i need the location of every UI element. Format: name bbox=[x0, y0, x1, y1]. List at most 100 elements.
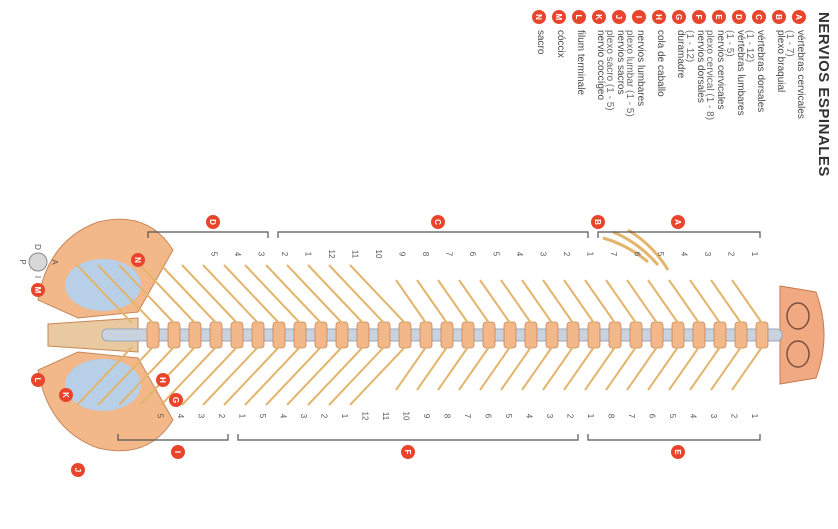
segment-number-right: 11 bbox=[381, 412, 390, 421]
badge-lumbar-vertebrae-letter: D bbox=[208, 219, 217, 225]
vertebra bbox=[357, 322, 369, 348]
segment-number-right: 3 bbox=[545, 414, 554, 419]
segment-number-right: 1 bbox=[586, 414, 595, 419]
segment-number-right: 4 bbox=[176, 414, 185, 419]
segment-number-left: 5 bbox=[656, 252, 665, 257]
segment-number-left: 7 bbox=[609, 252, 618, 257]
segment-number-left: 4 bbox=[233, 252, 242, 257]
segment-number-left: 3 bbox=[703, 252, 712, 257]
segment-number-left: 5 bbox=[492, 252, 501, 257]
segment-number-right: 3 bbox=[197, 414, 206, 419]
vertebra bbox=[399, 322, 411, 348]
nerve-right bbox=[287, 347, 342, 405]
nerve-left bbox=[350, 265, 405, 323]
vertebra bbox=[693, 322, 705, 348]
badge-sacral-nerves-letter: J bbox=[73, 468, 82, 472]
badge-coccyx-letter: M bbox=[33, 287, 42, 294]
vertebra bbox=[588, 322, 600, 348]
compass-label: A bbox=[50, 259, 59, 265]
segment-number-left: 3 bbox=[257, 252, 266, 257]
segment-number-left: 12 bbox=[327, 250, 336, 259]
segment-number-right: 2 bbox=[566, 414, 575, 419]
badge-coccygeal-nerve-letter: K bbox=[61, 392, 70, 398]
segment-number-right: 4 bbox=[279, 414, 288, 419]
nerve-right bbox=[266, 347, 321, 405]
badge-cauda-equina-letter: H bbox=[158, 377, 167, 383]
segment-number-left: 2 bbox=[280, 252, 289, 257]
vertebra bbox=[546, 322, 558, 348]
badge-cervical-nerves-letter: E bbox=[673, 449, 682, 455]
vertebra bbox=[273, 322, 285, 348]
vertebra bbox=[735, 322, 747, 348]
segment-number-left: 6 bbox=[633, 252, 642, 257]
vertebra bbox=[504, 322, 516, 348]
vertebra bbox=[231, 322, 243, 348]
segment-number-right: 10 bbox=[402, 412, 411, 421]
segment-number-right: 6 bbox=[648, 414, 657, 419]
segment-number-right: 5 bbox=[156, 414, 165, 419]
segment-number-left: 1 bbox=[304, 252, 313, 257]
vertebra bbox=[336, 322, 348, 348]
vertebra bbox=[651, 322, 663, 348]
nerve-left bbox=[308, 265, 363, 323]
segment-number-right: 12 bbox=[361, 412, 370, 421]
vertebra bbox=[378, 322, 390, 348]
vertebra bbox=[441, 322, 453, 348]
vertebra bbox=[609, 322, 621, 348]
pelvis-foramen-left bbox=[65, 259, 141, 311]
segment-number-right: 7 bbox=[463, 414, 472, 419]
badge-dura-letter: G bbox=[171, 397, 180, 403]
segment-number-left: 8 bbox=[421, 252, 430, 257]
vertebra bbox=[210, 322, 222, 348]
vertebra bbox=[567, 322, 579, 348]
segment-number-left: 2 bbox=[562, 252, 571, 257]
segment-number-right: 5 bbox=[668, 414, 677, 419]
compass-label: I bbox=[33, 276, 42, 278]
vertebra bbox=[525, 322, 537, 348]
badge-cervical-vertebrae-letter: A bbox=[673, 219, 682, 225]
segment-number-left: 3 bbox=[539, 252, 548, 257]
vertebra bbox=[147, 322, 159, 348]
badge-lumbar-nerves-letter: I bbox=[173, 451, 182, 453]
segment-number-right: 5 bbox=[258, 414, 267, 419]
segment-number-right: 2 bbox=[320, 414, 329, 419]
nerve-right bbox=[245, 347, 300, 405]
nerve-right bbox=[161, 347, 216, 405]
vertebra bbox=[462, 322, 474, 348]
segment-number-left: 7 bbox=[445, 252, 454, 257]
segment-number-left: 10 bbox=[374, 250, 383, 259]
nerve-left bbox=[161, 265, 216, 323]
segment-number-left: 4 bbox=[515, 252, 524, 257]
compass bbox=[29, 253, 47, 271]
segment-number-left: 9 bbox=[398, 252, 407, 257]
segment-number-left: 1 bbox=[586, 252, 595, 257]
segment-number-right: 2 bbox=[217, 414, 226, 419]
nerve-right bbox=[329, 347, 384, 405]
badge-filum-terminale-letter: L bbox=[33, 378, 42, 383]
nerve-right bbox=[182, 347, 237, 405]
segment-number-right: 5 bbox=[504, 414, 513, 419]
nerve-right bbox=[350, 347, 405, 405]
segment-number-right: 3 bbox=[299, 414, 308, 419]
vertebra bbox=[756, 322, 768, 348]
brachial-plexus bbox=[603, 230, 668, 270]
nerve-right bbox=[203, 347, 258, 405]
segment-number-left: 11 bbox=[351, 250, 360, 259]
segment-number-right: 1 bbox=[340, 414, 349, 419]
segment-number-right: 1 bbox=[238, 414, 247, 419]
badge-sacrum-letter: N bbox=[133, 257, 142, 263]
segment-number-right: 8 bbox=[607, 414, 616, 419]
nerve-right bbox=[308, 347, 363, 405]
nerve-left bbox=[329, 265, 384, 323]
vertebra bbox=[189, 322, 201, 348]
segment-number-left: 4 bbox=[680, 252, 689, 257]
segment-number-right: 8 bbox=[443, 414, 452, 419]
nerve-left bbox=[266, 265, 321, 323]
skull-base bbox=[780, 286, 824, 384]
badge-dorsal-nerves-letter: F bbox=[403, 450, 412, 455]
vertebra bbox=[252, 322, 264, 348]
vertebra bbox=[420, 322, 432, 348]
compass-label: D bbox=[33, 244, 42, 250]
